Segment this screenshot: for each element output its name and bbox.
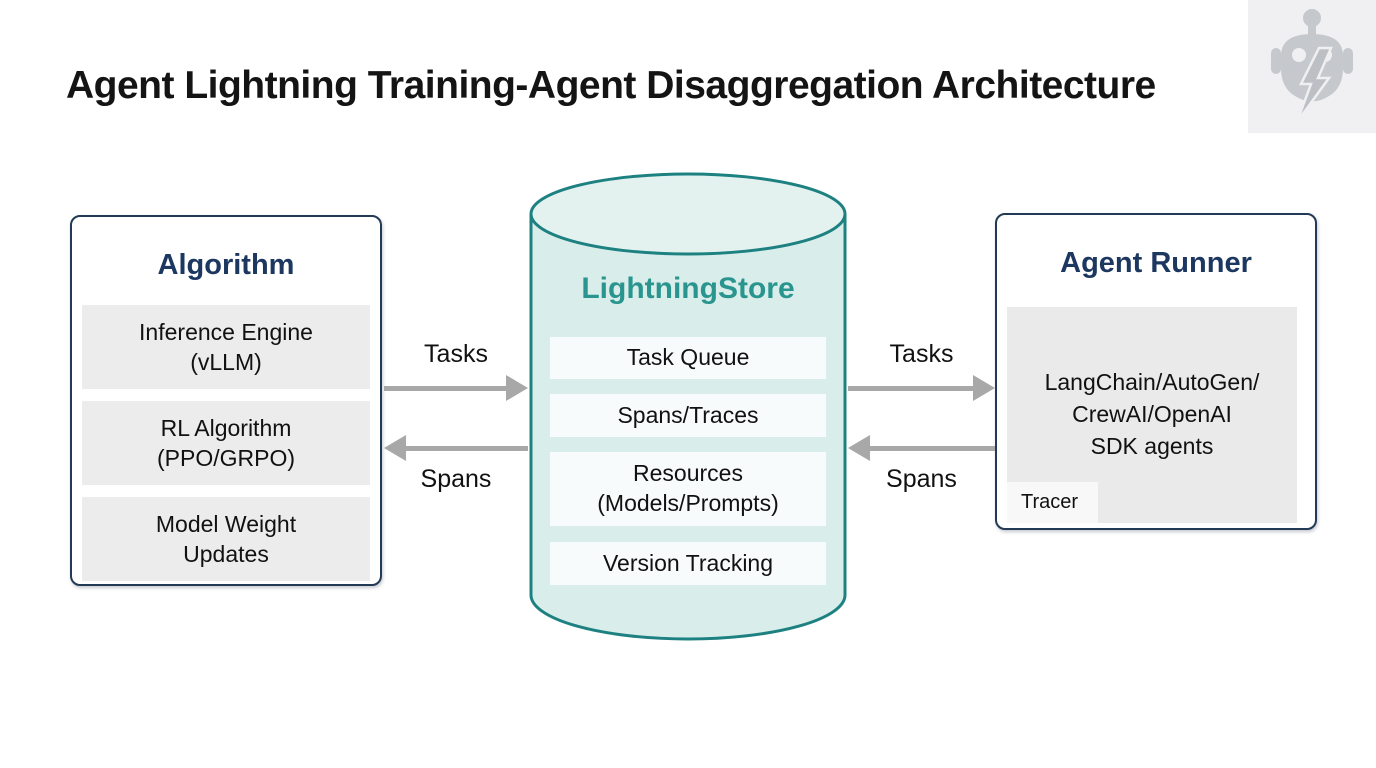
- right-tasks-arrow-right-icon: [848, 375, 995, 401]
- tracer-chip-anchor: Tracer: [1007, 307, 1297, 523]
- agent-runner-panel: Agent Runner LangChain/AutoGen/ CrewAI/O…: [995, 213, 1317, 530]
- tracer-chip: Tracer: [1007, 482, 1098, 523]
- algorithm-item-rl-algorithm: RL Algorithm (PPO/GRPO): [82, 401, 370, 485]
- left-tasks-label: Tasks: [424, 340, 488, 368]
- logo-badge: [1248, 0, 1376, 133]
- right-tasks-label: Tasks: [889, 340, 954, 368]
- right-spans-arrow-left-icon: [848, 435, 995, 461]
- algorithm-panel-title: Algorithm: [157, 249, 295, 281]
- algorithm-item-inference-engine: Inference Engine (vLLM): [82, 305, 370, 389]
- right-spans-label: Spans: [886, 465, 957, 493]
- robot-lightning-icon: [1257, 4, 1367, 129]
- store-item-version-tracking: Version Tracking: [550, 542, 826, 585]
- algorithm-panel: Algorithm Inference Engine (vLLM) RL Alg…: [70, 215, 382, 586]
- left-spans-label: Spans: [420, 465, 492, 493]
- left-spans-arrow-left-icon: [384, 435, 528, 461]
- agent-runner-panel-title: Agent Runner: [1060, 247, 1252, 279]
- left-tasks-arrow-right-icon: [384, 375, 528, 401]
- store-item-spans-traces: Spans/Traces: [550, 394, 826, 437]
- lightningstore-title: LightningStore: [581, 272, 795, 305]
- lightningstore-cylinder: LightningStore Task Queue Spans/Traces R…: [528, 171, 848, 641]
- store-item-task-queue: Task Queue: [550, 337, 826, 379]
- page-title: Agent Lightning Training-Agent Disaggreg…: [66, 64, 1156, 107]
- algorithm-item-model-weight-updates: Model Weight Updates: [82, 497, 370, 581]
- store-item-resources: Resources (Models/Prompts): [550, 452, 826, 526]
